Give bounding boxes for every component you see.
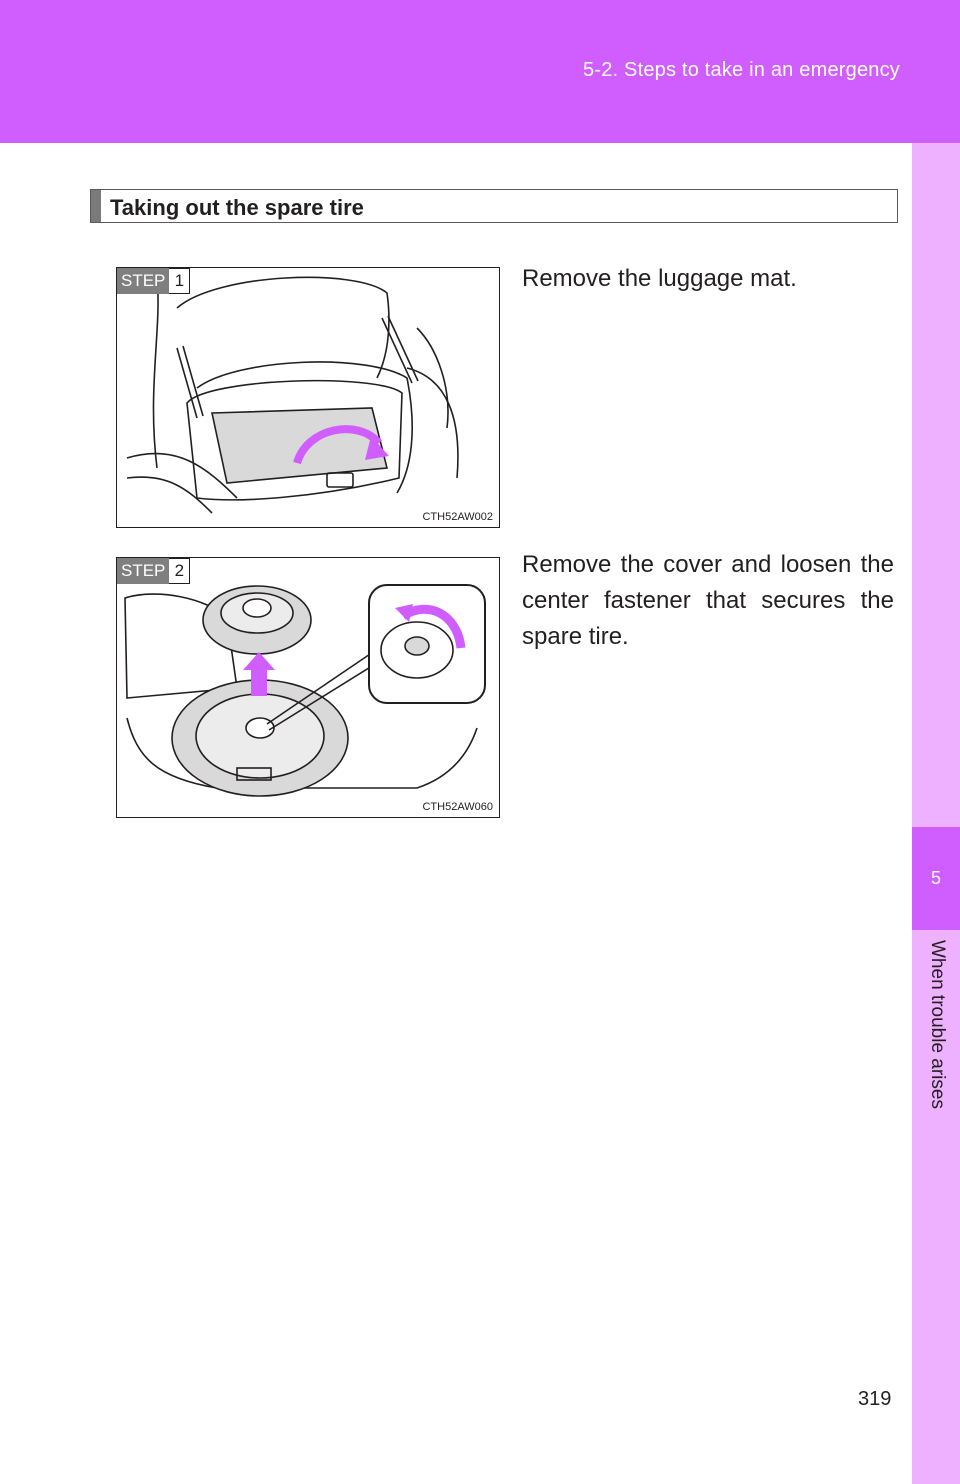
step1-word: STEP	[117, 268, 170, 294]
step2-figure-code: CTH52AW060	[422, 801, 493, 813]
step2-text: Remove the cover and loosen the center f…	[522, 551, 894, 650]
section-heading-bar	[91, 190, 101, 222]
step2-figure: STEP 2 CTH52AW060	[116, 557, 500, 818]
step2-word: STEP	[117, 558, 170, 584]
step1-label: STEP 1	[117, 268, 191, 294]
section-title: Taking out the spare tire	[110, 195, 364, 220]
chapter-side-tab	[912, 143, 960, 1484]
step2-label: STEP 2	[117, 558, 191, 584]
chapter-label-area: When trouble arises	[912, 940, 960, 1160]
step1-figure: STEP 1 CTH52AW002	[116, 267, 500, 528]
page-header: 5-2. Steps to take in an emergency	[0, 0, 960, 143]
chapter-label: When trouble arises	[927, 940, 948, 1109]
header-title: 5-2. Steps to take in an emergency	[583, 59, 900, 81]
spare-tire-illustration	[124, 584, 486, 797]
trunk-illustration	[126, 276, 459, 514]
chapter-number-tab[interactable]: 5	[912, 827, 960, 930]
page-number: 319	[858, 1388, 892, 1410]
step1-text: Remove the luggage mat.	[522, 265, 797, 292]
step1-number: 1	[169, 268, 191, 294]
section-heading: Taking out the spare tire	[90, 189, 898, 223]
step2-number: 2	[169, 558, 191, 584]
step1-figure-code: CTH52AW002	[422, 511, 493, 523]
